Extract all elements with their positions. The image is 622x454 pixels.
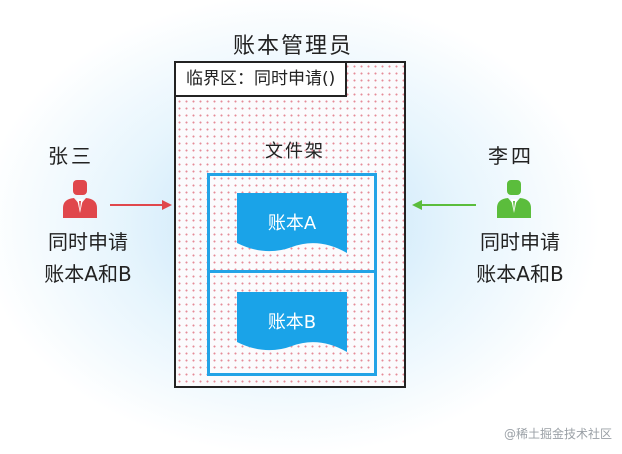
left-person-line2: 账本A和B (44, 262, 132, 286)
ledger-a-label: 账本A (267, 213, 317, 234)
ledger-b-shape (237, 292, 347, 352)
critical-section-label: 临界区：同时申请() (176, 63, 348, 97)
file-shelf (207, 173, 377, 376)
shelf-label: 文件架 (265, 141, 325, 162)
right-person-name: 李四 (488, 144, 534, 168)
left-arrow-icon (110, 200, 172, 210)
ledger-a-shape (237, 193, 347, 253)
ledger-a: 账本A (237, 193, 347, 253)
diagram-title: 账本管理员 (232, 34, 353, 59)
left-person-name: 张三 (48, 144, 94, 168)
right-arrow-icon (412, 200, 476, 210)
ledger-b-label: 账本B (267, 312, 317, 333)
watermark: @稀土掘金技术社区 (503, 427, 612, 441)
ledger-b: 账本B (237, 292, 347, 352)
person-icon (60, 178, 100, 218)
person-icon (494, 178, 534, 218)
right-person-line1: 同时申请 (480, 230, 560, 254)
right-person-line2: 账本A和B (476, 262, 564, 286)
shelf-divider (207, 270, 377, 273)
left-person-line1: 同时申请 (48, 230, 128, 254)
